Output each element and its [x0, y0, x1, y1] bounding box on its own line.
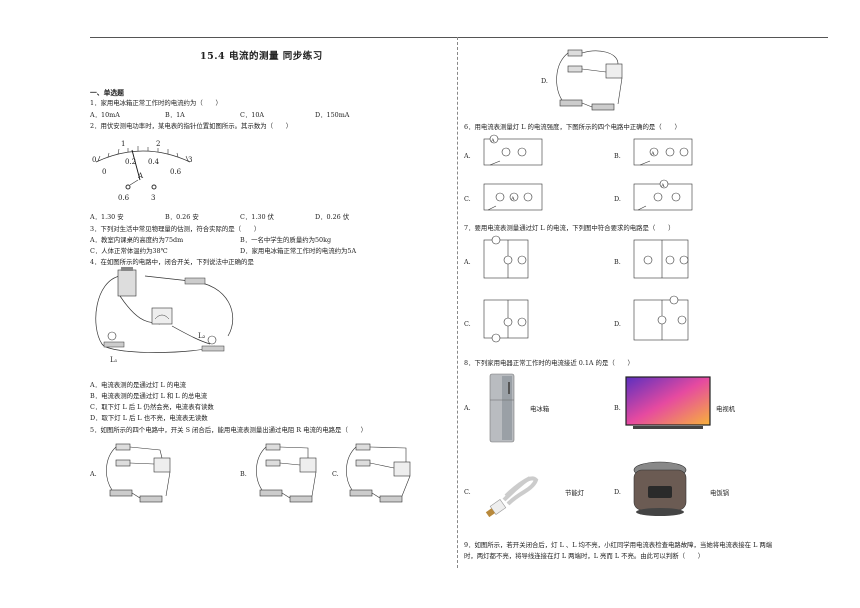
q8-option-b-name: 电视机 [716, 405, 736, 413]
q5-circuit-b [250, 438, 328, 510]
q4-option-d: D．取下灯 L 后 L 也不亮，电流表无读数 [90, 414, 208, 422]
terminal-3: 3 [151, 194, 155, 202]
q4-option-c: C．取下灯 L 后 L 仍然会亮，电流表有读数 [90, 403, 214, 411]
q6-circuit-a: A [478, 134, 548, 169]
q4-circuit-figure: L₁ L₂ [90, 266, 240, 370]
q6-circuit-d: A [628, 178, 698, 214]
q8-option-d-name: 电饭锅 [710, 489, 730, 497]
q8-option-a-key: A. [464, 404, 471, 412]
svg-text:A: A [490, 138, 495, 144]
q2-stem: 2．用伏安测电功率时，某电表的指针位置如图所示。其示数为（ ） [90, 122, 293, 130]
q6-option-d: D. [614, 195, 621, 203]
lamp-l2-label: L₂ [198, 332, 206, 340]
q6-circuit-c: A [478, 178, 548, 214]
dial-bottom-0: 0 [102, 168, 106, 176]
rice-cooker-image [628, 456, 692, 520]
q6-option-b: B. [614, 152, 621, 160]
q5-circuit-d [548, 44, 628, 116]
terminal-06: 0.6 [118, 194, 130, 202]
svg-text:A: A [660, 183, 665, 189]
dial-top-0: 0 [92, 156, 96, 164]
q2-option-b: B．0.26 安 [165, 213, 199, 221]
q6-stem: 6．用电流表测量灯 L 的电流强度，下图所示的四个电路中正确的是（ ） [464, 123, 681, 131]
page-title: 15.4 电流的测量 同步练习 [200, 51, 323, 62]
q8-option-d-key: D. [614, 488, 621, 496]
q7-option-d: D. [614, 320, 621, 328]
q7-circuit-b [628, 234, 698, 282]
q1-option-b: B．1A [165, 111, 185, 119]
meter-dial-figure: 0 1 2 3 0 0.2 0.4 0.6 A 0.6 3 [88, 132, 198, 204]
q7-option-b: B. [614, 258, 621, 266]
q3-option-d: D．家用电冰箱正常工作时的电流约为5A [240, 247, 357, 255]
dial-top-3: 3 [188, 156, 192, 164]
q3-stem: 3．下列对生活中常见物理量的估测，符合实际的是（ ） [90, 225, 261, 233]
q9-line1: 9．如图所示，若开关闭合后，灯 L 、L 均不亮，小红同学用电流表检查电路故障，… [464, 541, 773, 549]
q7-option-a: A. [464, 258, 471, 266]
q1-option-a: A．10mA [90, 111, 120, 119]
q2-option-d: D．0.26 伏 [315, 213, 350, 221]
q6-circuit-b: A [628, 135, 698, 169]
svg-text:A: A [510, 196, 515, 202]
q5-option-d: D. [541, 77, 548, 85]
terminal-a: A [137, 172, 144, 180]
refrigerator-image [488, 372, 518, 444]
dial-bottom-02: 0.2 [125, 158, 136, 166]
section-heading: 一、单选题 [90, 89, 124, 97]
q1-option-d: D．150mA [315, 111, 350, 119]
q5-option-a: A. [90, 470, 97, 478]
energy-saving-lamp-image [484, 470, 542, 518]
q9-line2: 时，两灯都不亮，将导线连接在灯 L 两端时，L 亮而 L 不亮。由此可以判断（ … [464, 552, 705, 560]
q8-option-c-name: 节能灯 [565, 489, 585, 497]
q3-option-b: B．一名中学生的质量约为50kg [240, 236, 332, 244]
q6-option-a: A. [464, 152, 471, 160]
q4-stem: 4．在如图所示的电路中，闭合开关，下列说法中正确的是 [90, 258, 254, 266]
q7-option-c: C. [464, 320, 471, 328]
q2-option-a: A．1.30 安 [90, 213, 124, 221]
q8-option-a-name: 电冰箱 [530, 405, 550, 413]
q1-stem: 1．家用电冰箱正常工作时的电流约为（ ） [90, 99, 222, 107]
dial-top-2: 2 [156, 140, 160, 148]
top-rule [90, 37, 828, 38]
q3-option-a: A．教室内课桌的高度约为75dm [90, 236, 184, 244]
q7-circuit-c [478, 294, 538, 344]
q4-option-a: A．电流表测的是通过灯 L 的电流 [90, 381, 186, 389]
dial-bottom-06: 0.6 [170, 168, 182, 176]
television-image [625, 376, 711, 432]
q7-circuit-d [628, 290, 698, 346]
q8-stem: 8．下列家用电器正常工作时的电流接近 0.1A 的是（ ） [464, 359, 634, 367]
q5-circuit-a [100, 438, 178, 510]
lamp-l1-label: L₁ [110, 356, 118, 364]
q7-circuit-a [478, 234, 538, 282]
dial-bottom-04: 0.4 [148, 158, 160, 166]
q5-option-b: B. [240, 470, 247, 478]
q8-option-b-key: B. [614, 404, 621, 412]
q6-option-c: C. [464, 195, 471, 203]
q1-option-c: C．10A [240, 111, 265, 119]
q8-option-c-key: C. [464, 488, 471, 496]
q7-stem: 7．要用电流表测量通过灯 L 的电流，下列图中符合要求的电路是（ ） [464, 224, 675, 232]
dial-top-1: 1 [121, 140, 125, 148]
q5-circuit-c [340, 438, 418, 510]
q3-option-c: C．人体正常体温约为38℃ [90, 247, 168, 255]
q4-option-b: B．电流表测的是通过灯 L 和 L 的总电流 [90, 392, 208, 400]
q5-option-c: C. [332, 470, 339, 478]
q2-option-c: C．1.30 伏 [240, 213, 274, 221]
column-divider [457, 37, 458, 568]
svg-text:A: A [650, 151, 655, 157]
q5-stem: 5．如图所示的四个电路中，开关 S 闭合后，能用电流表测量出通过电阻 R 电流的… [90, 426, 368, 434]
